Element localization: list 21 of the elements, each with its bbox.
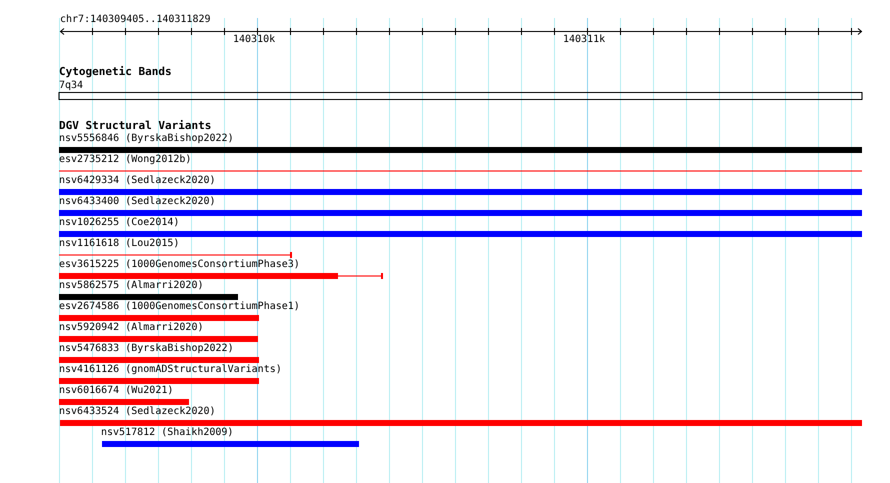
feature-label: nsv5556846 (ByrskaBishop2022) <box>59 133 234 145</box>
coordinate-range: chr7:140309405..140311829 <box>60 14 211 26</box>
feature-label: nsv6429334 (Sedlazeck2020) <box>59 175 216 187</box>
feature-label: nsv6433524 (Sedlazeck2020) <box>59 406 216 418</box>
feature-label: nsv5862575 (Almarri2020) <box>59 280 204 292</box>
feature-label: nsv4161126 (gnomADStructuralVariants) <box>59 364 282 376</box>
feature-label: esv2674586 (1000GenomesConsortiumPhase1) <box>59 301 300 313</box>
track-title: DGV Structural Variants <box>59 120 212 132</box>
feature-label: esv2735212 (Wong2012b) <box>59 154 192 166</box>
feature-label: nsv1161618 (Lou2015) <box>59 238 180 250</box>
tick-label: 140310k <box>233 34 276 46</box>
feature-label: nsv5476833 (ByrskaBishop2022) <box>59 343 234 355</box>
track-title: Cytogenetic Bands <box>59 66 172 78</box>
tick-label: 140311k <box>563 34 606 46</box>
feature-label: nsv5920942 (Almarri2020) <box>59 322 204 334</box>
band-label: 7q34 <box>59 80 84 92</box>
feature-label: nsv517812 (Shaikh2009) <box>101 427 234 439</box>
feature-label: esv3615225 (1000GenomesConsortiumPhase3) <box>59 259 300 271</box>
feature-label: nsv6433400 (Sedlazeck2020) <box>59 196 216 208</box>
feature-label: nsv1026255 (Coe2014) <box>59 217 180 229</box>
feature-label: nsv6016674 (Wu2021) <box>59 385 174 397</box>
